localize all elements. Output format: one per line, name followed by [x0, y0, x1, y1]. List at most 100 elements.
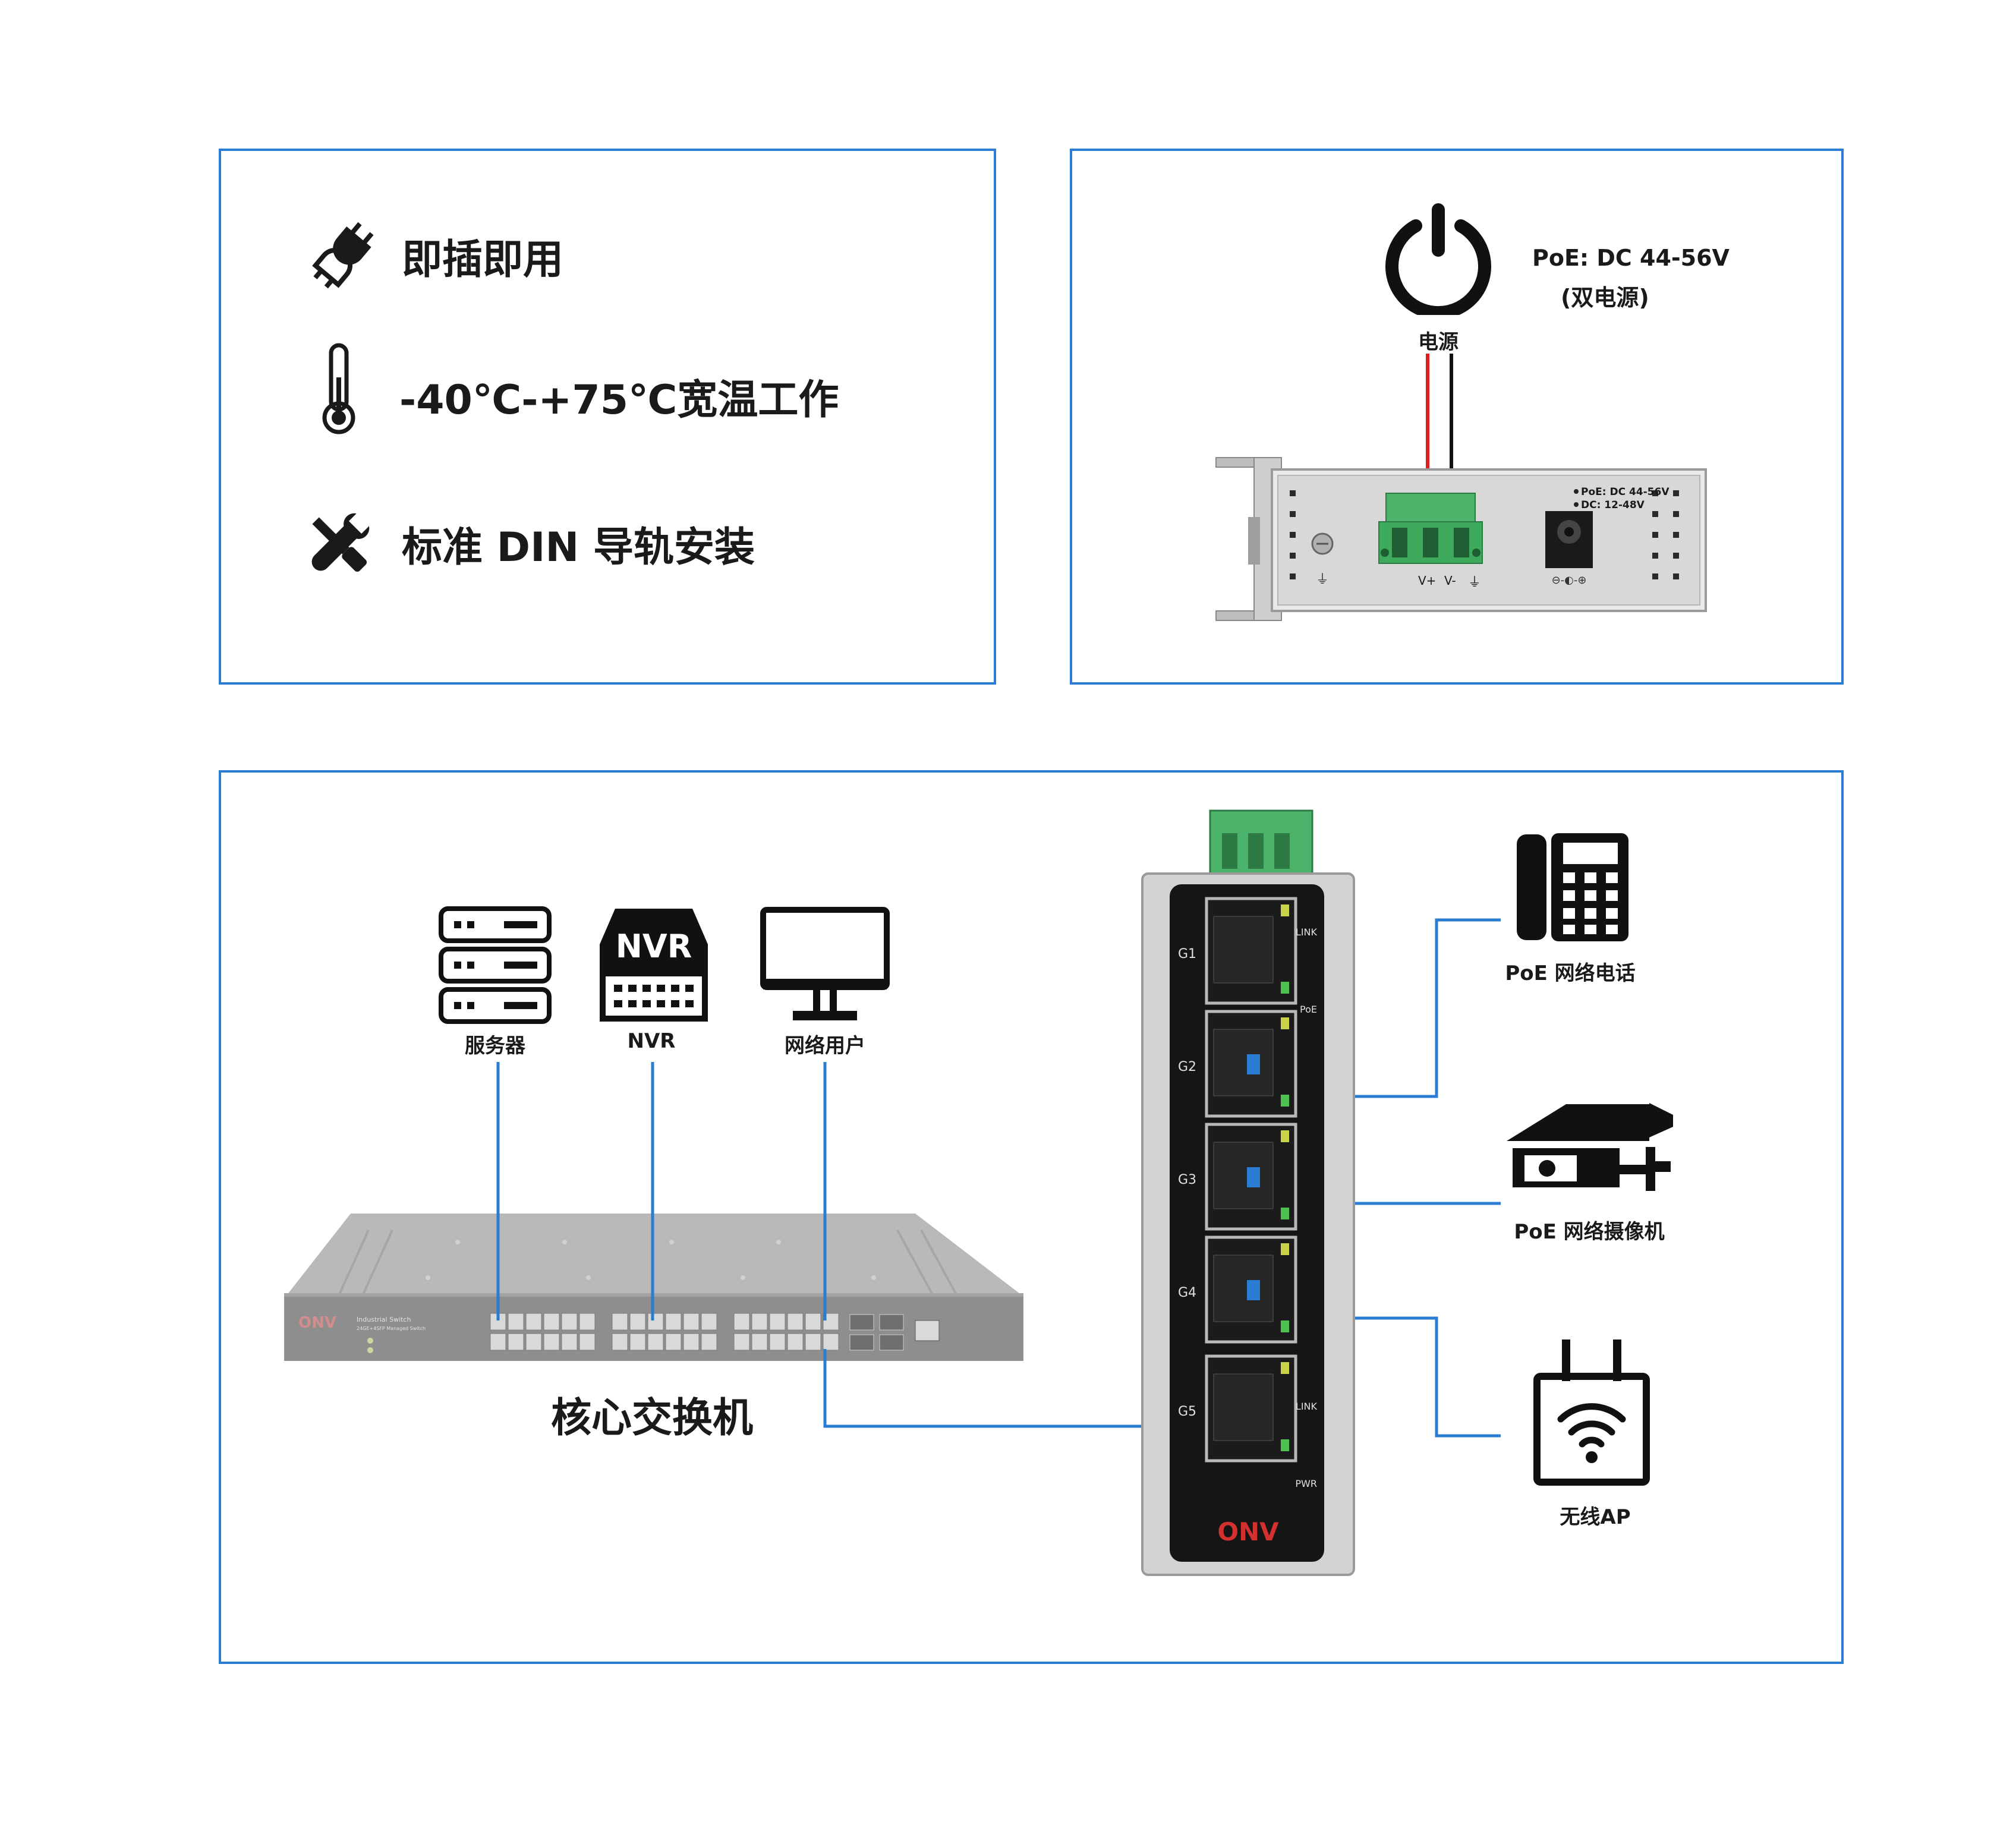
core-switch-port	[701, 1313, 717, 1331]
feature-din-rail: 标准 DIN 导轨安装	[402, 524, 755, 571]
core-switch-port	[683, 1313, 700, 1331]
server-label: 服务器	[465, 1034, 525, 1058]
core-switch-port	[543, 1333, 560, 1351]
core-switch-port	[629, 1333, 646, 1351]
power-spec-line1: PoE: DC 44-56V	[1532, 245, 1730, 271]
tools-icon	[300, 505, 377, 582]
core-switch-sfp-port	[849, 1334, 874, 1351]
phone-icon	[1514, 831, 1631, 944]
core-switch-port	[579, 1333, 596, 1351]
core-switch-console-port	[915, 1320, 940, 1341]
edge-switch-led	[1281, 1320, 1289, 1332]
edge-switch-port-link-marker	[1247, 1054, 1260, 1074]
core-switch-port	[525, 1333, 542, 1351]
camera-icon	[1501, 1099, 1679, 1194]
power-spec-line2: (双电源)	[1561, 285, 1649, 311]
wireless-ap-label: 无线AP	[1560, 1505, 1631, 1529]
terminal-label-ground: ⏚	[1468, 575, 1482, 590]
edge-switch-led	[1281, 1208, 1289, 1219]
edge-switch-led	[1281, 904, 1289, 916]
nvr-icon: NVR	[597, 906, 710, 1025]
edge-switch-port-socket	[1213, 1142, 1274, 1209]
edge-switch-indicator-label: PoE	[1300, 1004, 1317, 1015]
feature-plug-and-play: 即插即用	[402, 237, 564, 283]
core-switch-port	[805, 1333, 821, 1351]
edge-switch-led	[1281, 1243, 1289, 1255]
panel-label-poe: PoE: DC 44-56V	[1581, 486, 1670, 498]
edge-switch-indicator-label: PWR	[1295, 1478, 1317, 1489]
edge-switch-port-label: G3	[1178, 1173, 1196, 1187]
core-switch-port	[647, 1333, 664, 1351]
core-switch-port	[490, 1313, 506, 1331]
core-switch-port	[683, 1333, 700, 1351]
core-switch-sfp-port	[879, 1314, 904, 1331]
server-icon	[439, 906, 552, 1025]
wireless-ap-icon	[1532, 1337, 1651, 1486]
core-switch-port	[805, 1313, 821, 1331]
core-switch-port	[769, 1333, 786, 1351]
edge-switch-led	[1281, 1095, 1289, 1107]
core-switch-sfp-port	[849, 1314, 874, 1331]
core-switch-port	[543, 1313, 560, 1331]
core-switch-port	[561, 1313, 578, 1331]
core-switch-port	[787, 1313, 804, 1331]
edge-switch-port-label: G4	[1178, 1285, 1196, 1300]
device-side-panel: ⏚ ⊖-◐-⊕	[1212, 452, 1712, 630]
core-switch-port	[612, 1313, 628, 1331]
core-switch-label: 核心交换机	[550, 1395, 754, 1442]
svg-text:NVR: NVR	[616, 928, 692, 965]
edge-switch-led	[1281, 1439, 1289, 1451]
core-switch-port	[490, 1333, 506, 1351]
core-switch-port	[612, 1333, 628, 1351]
core-switch-port	[665, 1333, 682, 1351]
feature-wide-temperature: -40℃-+75℃宽温工作	[399, 377, 839, 424]
svg-text:24GE+4SFP Managed Switch: 24GE+4SFP Managed Switch	[357, 1326, 426, 1331]
edge-switch-port-label: G1	[1178, 947, 1196, 962]
core-switch-port	[525, 1313, 542, 1331]
camera-label: PoE 网络摄像机	[1514, 1220, 1665, 1244]
svg-text:Industrial Switch: Industrial Switch	[357, 1316, 411, 1323]
core-switch-port	[647, 1313, 664, 1331]
edge-switch-port-label: G2	[1178, 1060, 1196, 1074]
core-switch-sfp-port	[879, 1334, 904, 1351]
monitor-icon	[760, 906, 890, 1025]
svg-text:ONV: ONV	[298, 1314, 336, 1332]
network-user-label: 网络用户	[785, 1034, 865, 1058]
edge-switch-port-label: G5	[1178, 1404, 1196, 1419]
core-switch-port	[823, 1333, 839, 1351]
phone-label: PoE 网络电话	[1505, 962, 1636, 985]
edge-switch-port-link-marker	[1247, 1280, 1260, 1300]
core-switch-port	[751, 1313, 768, 1331]
core-switch-port	[733, 1313, 750, 1331]
edge-switch-port-socket	[1213, 1255, 1274, 1322]
core-switch-port	[508, 1313, 524, 1331]
core-switch-port	[733, 1333, 750, 1351]
edge-switch-led	[1281, 1017, 1289, 1029]
edge-switch-port-socket	[1213, 1029, 1274, 1096]
terminal-label-vplus: V+	[1418, 573, 1437, 588]
panel-label-dc: DC: 12-48V	[1581, 499, 1645, 511]
core-switch-port	[629, 1313, 646, 1331]
edge-switch-port-socket	[1213, 1373, 1274, 1441]
svg-text:⏚: ⏚	[1316, 572, 1329, 587]
core-switch-port	[561, 1333, 578, 1351]
edge-switch-port-socket	[1213, 916, 1274, 984]
core-switch-port	[508, 1333, 524, 1351]
core-switch-port	[579, 1313, 596, 1331]
terminal-label-vminus: V-	[1444, 573, 1456, 588]
edge-switch-indicator-label: LINK	[1296, 926, 1318, 938]
edge-switch-indicator-label: LINK	[1296, 1401, 1318, 1412]
core-switch-port	[751, 1333, 768, 1351]
core-switch: ONV Industrial Switch 24GE+4SFP Managed …	[279, 1206, 1028, 1367]
core-switch-port	[665, 1313, 682, 1331]
nvr-label: NVR	[627, 1029, 676, 1053]
power-label: 电源	[1418, 330, 1459, 354]
core-switch-port	[823, 1313, 839, 1331]
svg-text:⊖-◐-⊕: ⊖-◐-⊕	[1552, 574, 1587, 587]
core-switch-port	[769, 1313, 786, 1331]
edge-switch-led	[1281, 1130, 1289, 1142]
core-switch-port	[787, 1333, 804, 1351]
thermometer-icon	[318, 342, 360, 437]
edge-switch-port-link-marker	[1247, 1167, 1260, 1187]
edge-switch-led	[1281, 982, 1289, 994]
